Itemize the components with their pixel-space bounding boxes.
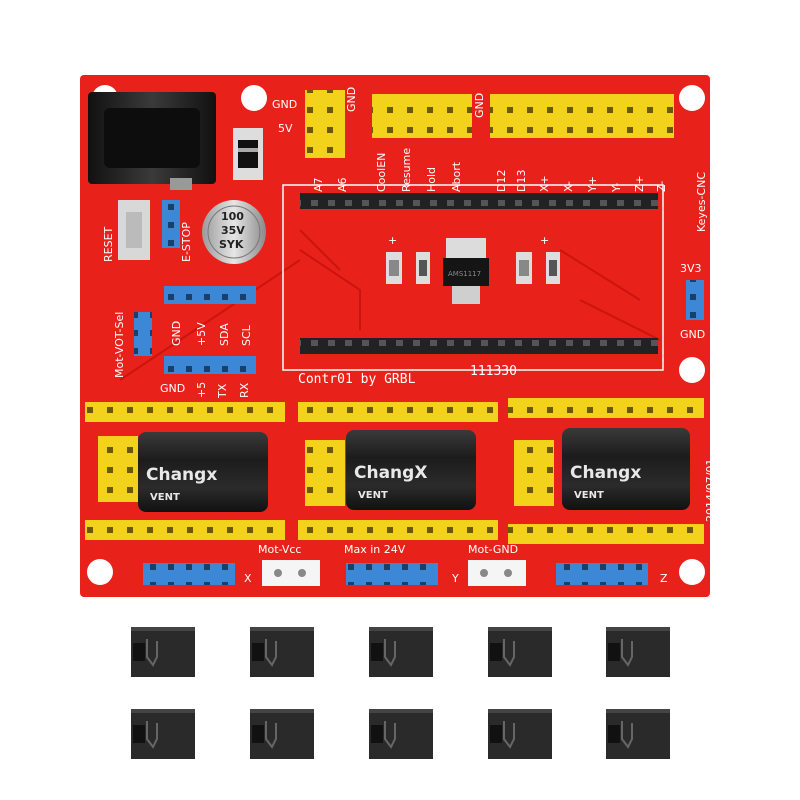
header-uart[interactable] [164, 356, 256, 374]
header-e-stop[interactable] [162, 200, 180, 248]
label-rx: RX [238, 382, 251, 398]
label-abort: Abort [450, 161, 463, 192]
label-mot-gnd: Mot-GND [468, 543, 518, 556]
jumper-cap [369, 627, 433, 677]
rectifier-diode [233, 128, 263, 180]
pcb-traces [119, 229, 661, 381]
mounting-hole [87, 559, 113, 585]
mounting-hole [679, 559, 705, 585]
label-date: 2014/07/01 [704, 459, 717, 522]
motor-header-y[interactable] [346, 563, 438, 585]
mounting-hole [679, 357, 705, 383]
label-5v-i2c: +5V [195, 322, 208, 346]
header-mot-vot-sel[interactable] [134, 312, 152, 356]
label-cool-en: CoolEN [375, 153, 388, 192]
motor-header-z[interactable] [556, 563, 648, 585]
jumper-cap [606, 709, 670, 759]
label-hold: Hold [425, 167, 438, 192]
reset-button[interactable] [118, 200, 150, 260]
label-x-plus: X+ [538, 175, 551, 192]
jumper-cap [488, 709, 552, 759]
nano-socket [282, 184, 664, 371]
mounting-hole [679, 85, 705, 111]
cap-brand-x: Changx [146, 465, 217, 485]
label-plus-cap: + [388, 234, 397, 247]
label-mot-vot-sel: Mot-VOT-Sel [113, 312, 126, 378]
label-sda: SDA [218, 323, 231, 346]
jumper-cap [131, 709, 195, 759]
header-3v3[interactable] [686, 280, 704, 320]
motor-header-x[interactable] [143, 563, 235, 585]
cap-brand: SYK [219, 238, 244, 251]
dc-power-jack [88, 92, 216, 190]
label-z-plus: Z+ [633, 175, 646, 192]
cap-sub-y: VENT [358, 490, 388, 501]
label-keyes-cnc: Keyes-CNC [695, 172, 708, 232]
label-control-by-grbl: Contr01 by GRBL [298, 372, 416, 387]
label-gnd-uart: GND [160, 382, 185, 395]
label-gnd2-vertical: GND [473, 93, 486, 118]
label-3v3: 3V3 [680, 262, 702, 275]
label-gnd-top: GND [272, 98, 297, 111]
cap-sub-x: VENT [150, 492, 180, 503]
label-axis-y: Y [451, 572, 459, 585]
label-gnd-vertical: GND [345, 87, 358, 112]
label-5v-uart: +5 [195, 382, 208, 398]
cap-value: 100 [221, 210, 244, 223]
label-axis-x: X [244, 572, 252, 585]
electrolytic-capacitor: 100 35V SYK [202, 200, 266, 264]
jumper-cap [250, 627, 314, 677]
header-endstops[interactable] [490, 94, 674, 138]
jumper-caps [131, 627, 670, 759]
label-d12: D12 [495, 170, 508, 192]
label-5v-top: 5V [278, 122, 293, 135]
regulator-marking: AMS1117 [448, 270, 481, 278]
label-axis-z: Z [660, 572, 668, 585]
driver-socket-z: Changx VENT [508, 398, 704, 544]
label-y-minus: Y- [610, 183, 623, 193]
label-plus-cap-2: + [540, 234, 549, 247]
label-e-stop: E-STOP [180, 222, 193, 262]
label-x-minus: X- [562, 181, 575, 192]
jumper-cap [606, 627, 670, 677]
cap-sub-z: VENT [574, 490, 604, 501]
driver-socket-x: Changx VENT [85, 402, 285, 540]
mounting-hole [241, 85, 267, 111]
power-terminal-vcc[interactable] [262, 560, 320, 586]
label-resume: Resume [400, 148, 413, 192]
cap-voltage: 35V [221, 224, 245, 237]
cap-brand-y: ChangX [354, 463, 427, 483]
label-tx: TX [216, 383, 229, 399]
power-terminal-gnd[interactable] [468, 560, 526, 586]
header-5v-gnd[interactable] [305, 90, 345, 158]
jumper-cap [369, 709, 433, 759]
jumper-cap [250, 709, 314, 759]
label-max-in: Max in 24V [344, 543, 406, 556]
smd-components [386, 238, 560, 304]
jumper-cap [131, 627, 195, 677]
driver-socket-y: ChangX VENT [298, 402, 498, 540]
cap-brand-z: Changx [570, 463, 641, 483]
label-z-minus: Z- [655, 181, 668, 192]
jumper-cap [488, 627, 552, 677]
label-reset: RESET [102, 226, 115, 262]
label-gnd-right: GND [680, 328, 705, 341]
header-i2c[interactable] [164, 286, 256, 304]
label-scl: SCL [240, 324, 253, 346]
label-gnd-i2c: GND [170, 321, 183, 346]
label-mot-vcc: Mot-Vcc [258, 543, 301, 556]
header-control-pins[interactable] [372, 94, 472, 138]
label-d13: D13 [515, 170, 528, 192]
label-board-code: 111330 [470, 364, 517, 379]
